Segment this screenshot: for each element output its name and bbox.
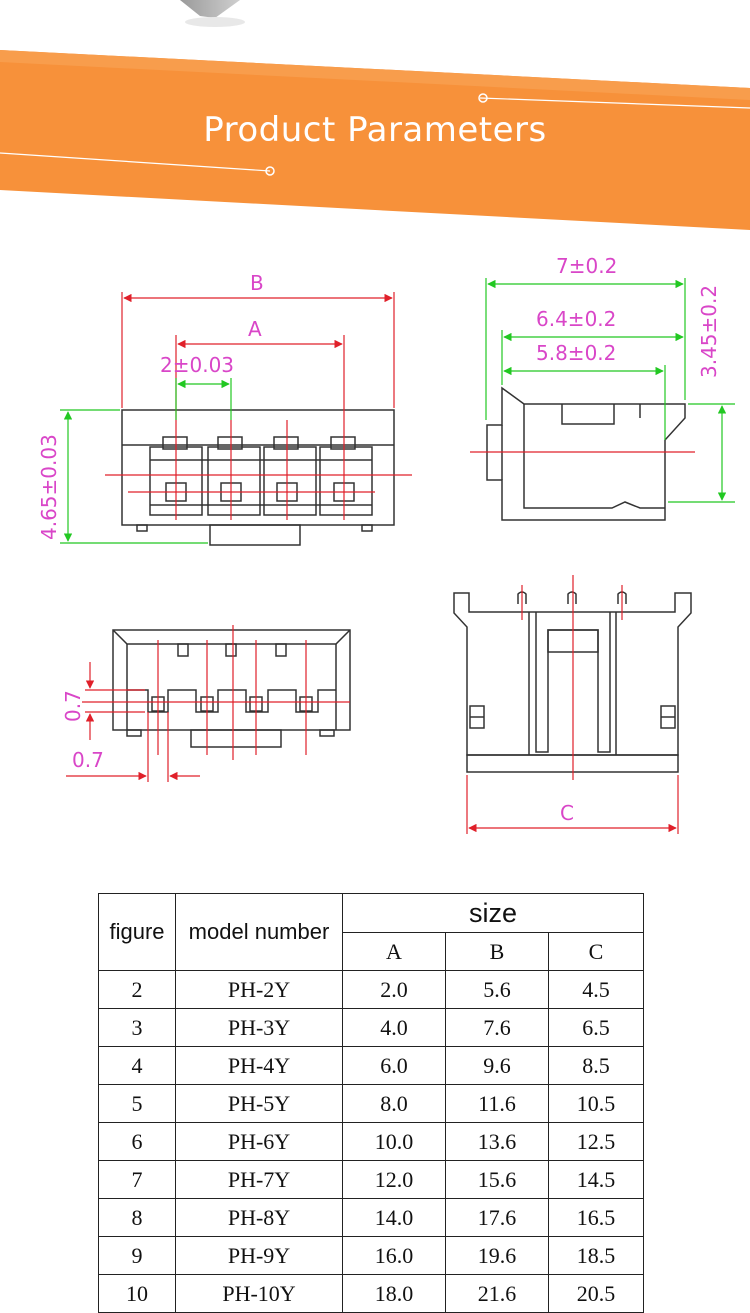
technical-drawings: B A 2±0.03 4.65±0.03 7±0.2 6.4±0.2 5.8±0… xyxy=(37,254,735,834)
header-figure: figure xyxy=(98,893,176,971)
cell-figure: 5 xyxy=(98,1084,176,1123)
table-header-row: figure model number size xyxy=(98,893,644,971)
cell-a: 16.0 xyxy=(342,1236,446,1275)
table-row: 9 PH-9Y 16.0 19.6 18.5 xyxy=(98,1236,644,1275)
cell-figure: 6 xyxy=(98,1122,176,1161)
cell-b: 11.6 xyxy=(445,1084,549,1123)
cell-b: 5.6 xyxy=(445,970,549,1009)
table-row: 10 PH-10Y 18.0 21.6 20.5 xyxy=(98,1274,644,1313)
dim-6-4-label: 6.4±0.2 xyxy=(536,307,616,331)
cell-a: 8.0 xyxy=(342,1084,446,1123)
table-row: 7 PH-7Y 12.0 15.6 14.5 xyxy=(98,1160,644,1199)
dim-0-7-horizontal-label: 0.7 xyxy=(72,748,104,772)
cell-a: 12.0 xyxy=(342,1160,446,1199)
cell-a: 2.0 xyxy=(342,970,446,1009)
cell-model: PH-4Y xyxy=(175,1046,343,1085)
table-row: 3 PH-3Y 4.0 7.6 6.5 xyxy=(98,1008,644,1047)
table-row: 2 PH-2Y 2.0 5.6 4.5 xyxy=(98,970,644,1009)
cell-model: PH-6Y xyxy=(175,1122,343,1161)
cell-a: 10.0 xyxy=(342,1122,446,1161)
product-photo-remnant xyxy=(180,0,245,27)
table-row: 6 PH-6Y 10.0 13.6 12.5 xyxy=(98,1122,644,1161)
cell-c: 14.5 xyxy=(548,1160,644,1199)
cell-c: 8.5 xyxy=(548,1046,644,1085)
cell-model: PH-2Y xyxy=(175,970,343,1009)
cell-c: 4.5 xyxy=(548,970,644,1009)
side-view-dimensions: 7±0.2 6.4±0.2 5.8±0.2 3.45±0.2 xyxy=(470,254,735,503)
header-c: C xyxy=(548,932,644,971)
cell-a: 4.0 xyxy=(342,1008,446,1047)
bottom-view xyxy=(112,629,351,748)
front-view-dimensions: B A 2±0.03 4.65±0.03 xyxy=(37,271,395,544)
title-banner xyxy=(0,50,750,230)
cell-b: 9.6 xyxy=(445,1046,549,1085)
dim-height-label: 4.65±0.03 xyxy=(37,434,61,540)
cell-b: 15.6 xyxy=(445,1160,549,1199)
cell-b: 7.6 xyxy=(445,1008,549,1047)
dim-5-8-label: 5.8±0.2 xyxy=(536,341,616,365)
cell-c: 18.5 xyxy=(548,1236,644,1275)
header-model: model number xyxy=(175,893,343,971)
cell-model: PH-7Y xyxy=(175,1160,343,1199)
dim-3-45-label: 3.45±0.2 xyxy=(697,285,721,378)
header-size: size xyxy=(342,893,644,933)
cell-figure: 4 xyxy=(98,1046,176,1085)
cell-c: 20.5 xyxy=(548,1274,644,1313)
cell-a: 14.0 xyxy=(342,1198,446,1237)
table-subheader-row: A B C xyxy=(99,932,644,971)
front-view xyxy=(121,409,395,546)
size-table: figure model number size A B C 2 PH-2Y 2… xyxy=(98,893,644,1313)
cell-c: 6.5 xyxy=(548,1008,644,1047)
page-title: Product Parameters xyxy=(203,110,547,150)
cell-c: 12.5 xyxy=(548,1122,644,1161)
cell-figure: 7 xyxy=(98,1160,176,1199)
cell-figure: 8 xyxy=(98,1198,176,1237)
cell-model: PH-9Y xyxy=(175,1236,343,1275)
header-b: B xyxy=(445,932,549,971)
table-row: 8 PH-8Y 14.0 17.6 16.5 xyxy=(98,1198,644,1237)
cell-c: 16.5 xyxy=(548,1198,644,1237)
end-view-dimensions: C xyxy=(466,775,679,834)
cell-figure: 9 xyxy=(98,1236,176,1275)
cell-b: 19.6 xyxy=(445,1236,549,1275)
dim-pitch-label: 2±0.03 xyxy=(160,353,234,377)
cell-b: 13.6 xyxy=(445,1122,549,1161)
cell-a: 18.0 xyxy=(342,1274,446,1313)
cell-model: PH-5Y xyxy=(175,1084,343,1123)
cell-figure: 2 xyxy=(98,970,176,1009)
side-view xyxy=(486,386,686,521)
cell-model: PH-3Y xyxy=(175,1008,343,1047)
cell-model: PH-8Y xyxy=(175,1198,343,1237)
dim-c-label: C xyxy=(560,801,574,825)
dim-0-7-vertical-label: 0.7 xyxy=(61,690,85,722)
bottom-view-dimensions: 0.7 0.7 xyxy=(61,662,200,782)
dim-7-label: 7±0.2 xyxy=(556,254,617,278)
cell-a: 6.0 xyxy=(342,1046,446,1085)
table-row: 5 PH-5Y 8.0 11.6 10.5 xyxy=(98,1084,644,1123)
cell-figure: 3 xyxy=(98,1008,176,1047)
cell-b: 21.6 xyxy=(445,1274,549,1313)
header-a: A xyxy=(342,932,446,971)
cell-model: PH-10Y xyxy=(175,1274,343,1313)
dim-b-label: B xyxy=(250,271,264,295)
cell-b: 17.6 xyxy=(445,1198,549,1237)
bottom-view-centerlines xyxy=(82,625,350,760)
end-view-centerlines xyxy=(521,575,623,780)
dim-a-label: A xyxy=(248,317,262,341)
table-row: 4 PH-4Y 6.0 9.6 8.5 xyxy=(98,1046,644,1085)
cell-figure: 10 xyxy=(98,1274,176,1313)
cell-c: 10.5 xyxy=(548,1084,644,1123)
front-view-centerlines xyxy=(105,420,412,520)
